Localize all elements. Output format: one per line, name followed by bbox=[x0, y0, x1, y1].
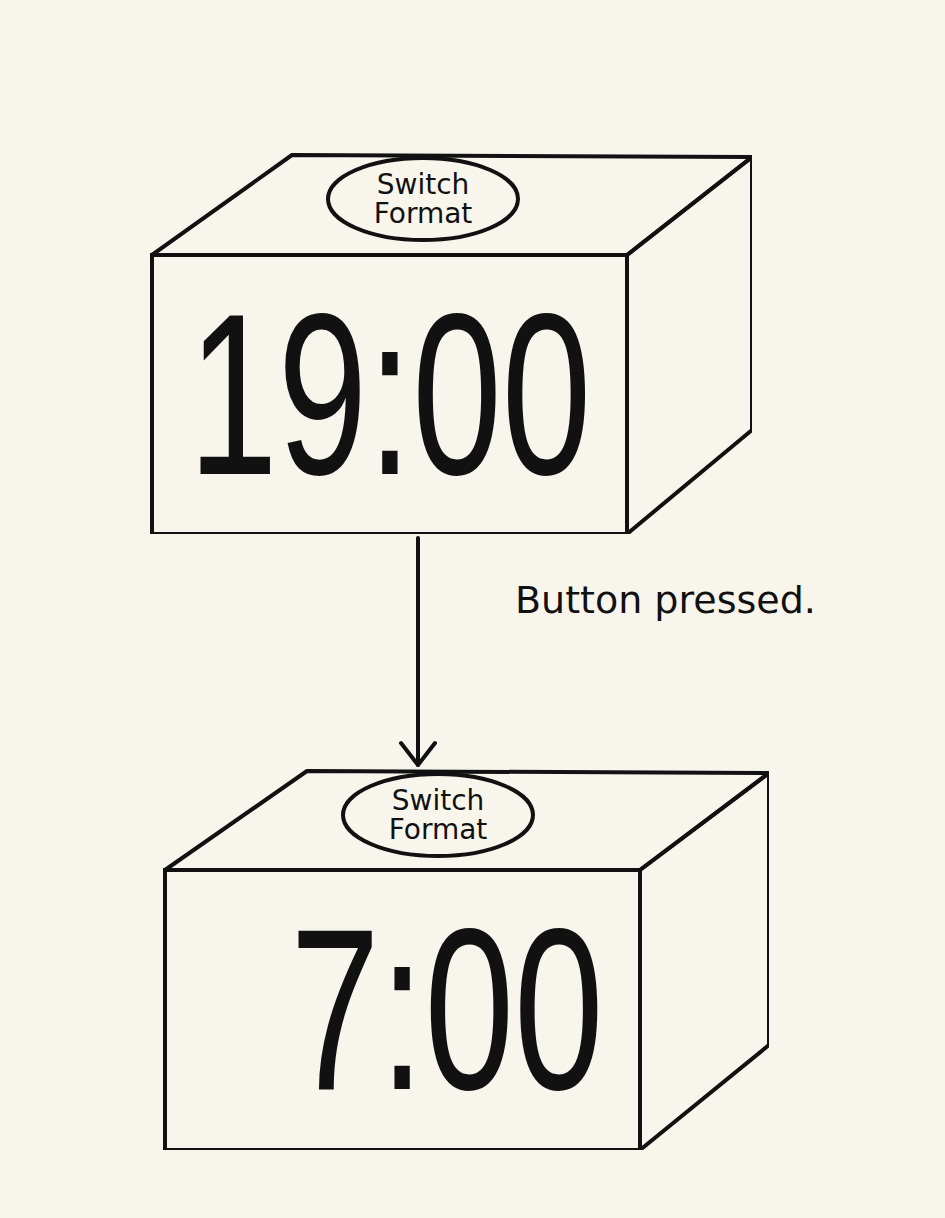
clock-box: 19:00 Switch Format bbox=[150, 153, 752, 534]
clock-side-face bbox=[627, 157, 752, 534]
button-label: Switch Format bbox=[378, 786, 498, 845]
switch-format-button: Switch Format bbox=[325, 155, 521, 243]
button-label: Switch Format bbox=[363, 170, 483, 229]
arrow-head bbox=[401, 743, 435, 765]
clock-front-face bbox=[152, 255, 627, 534]
clock-time: 19:00 bbox=[188, 280, 591, 510]
clock-top-face bbox=[165, 771, 769, 870]
switch-format-button: Switch Format bbox=[340, 771, 536, 859]
clock-box: 7:00 Switch Format bbox=[163, 769, 769, 1150]
arrow-label: Button pressed. bbox=[515, 578, 816, 622]
button-ellipse bbox=[343, 774, 533, 856]
clock-time: 7:00 bbox=[291, 895, 604, 1125]
clock-top-face bbox=[152, 155, 752, 255]
clock-front-face bbox=[165, 870, 640, 1150]
button-ellipse bbox=[328, 158, 518, 240]
clock-side-face bbox=[640, 773, 769, 1150]
arrow-shaft bbox=[416, 538, 420, 765]
clock-display: 19:00 bbox=[152, 255, 627, 534]
flow-arrow bbox=[401, 538, 435, 765]
clock-display: 7:00 bbox=[165, 870, 640, 1150]
